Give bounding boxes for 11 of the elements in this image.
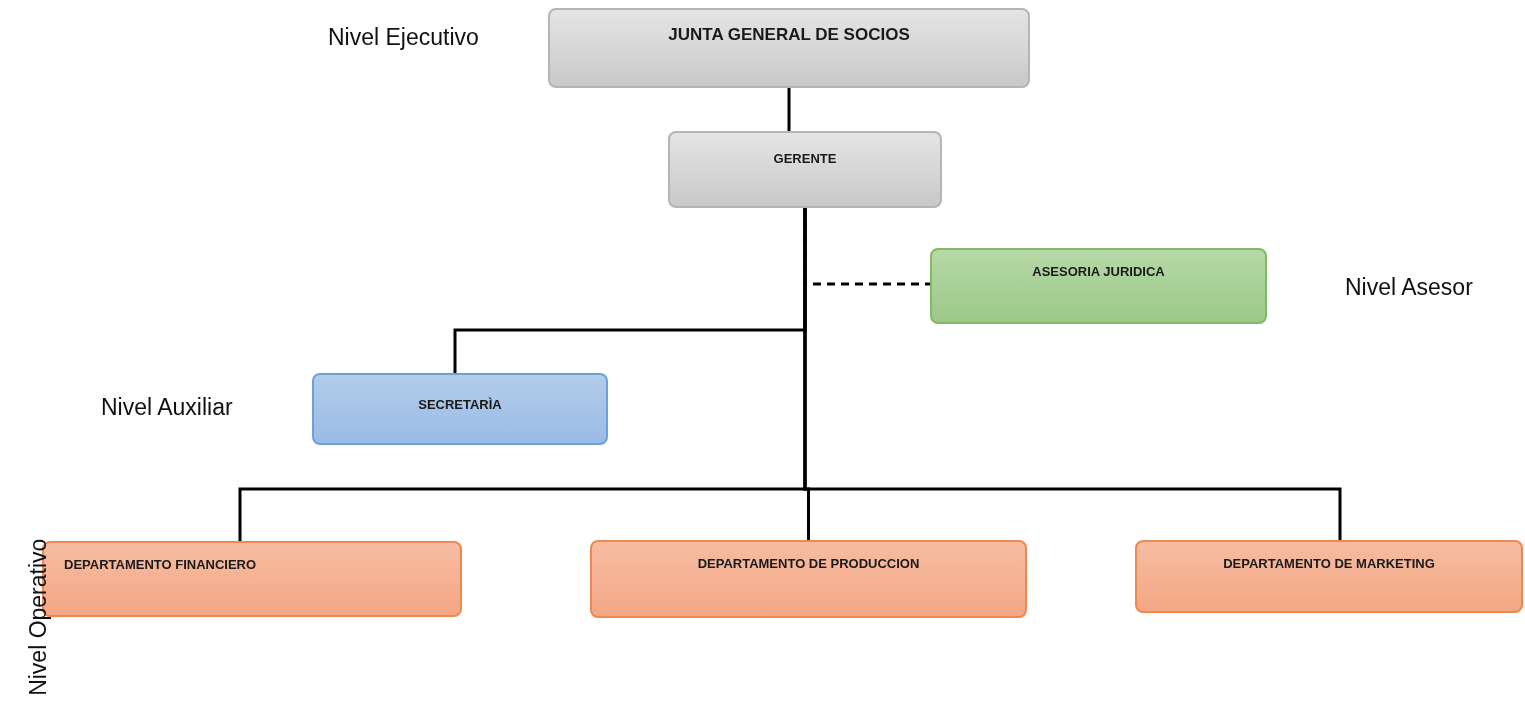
process-box: GERENTE [668, 131, 942, 208]
connector [803, 208, 1342, 540]
level-label: Nivel Ejecutivo [328, 23, 479, 52]
process-box: DEPARTAMENTO DE MARKETING [1135, 540, 1523, 613]
process-box: ASESORIA JURIDICA [930, 248, 1267, 324]
process-box: SECRETARÌA [312, 373, 608, 445]
level-label: Nivel Auxiliar [101, 393, 233, 422]
process-box: DEPARTAMENTO DE PRODUCCION [590, 540, 1027, 618]
level-label: Nivel Asesor [1345, 273, 1473, 302]
process-box: JUNTA GENERAL DE SOCIOS [548, 8, 1030, 88]
connector [787, 88, 791, 131]
